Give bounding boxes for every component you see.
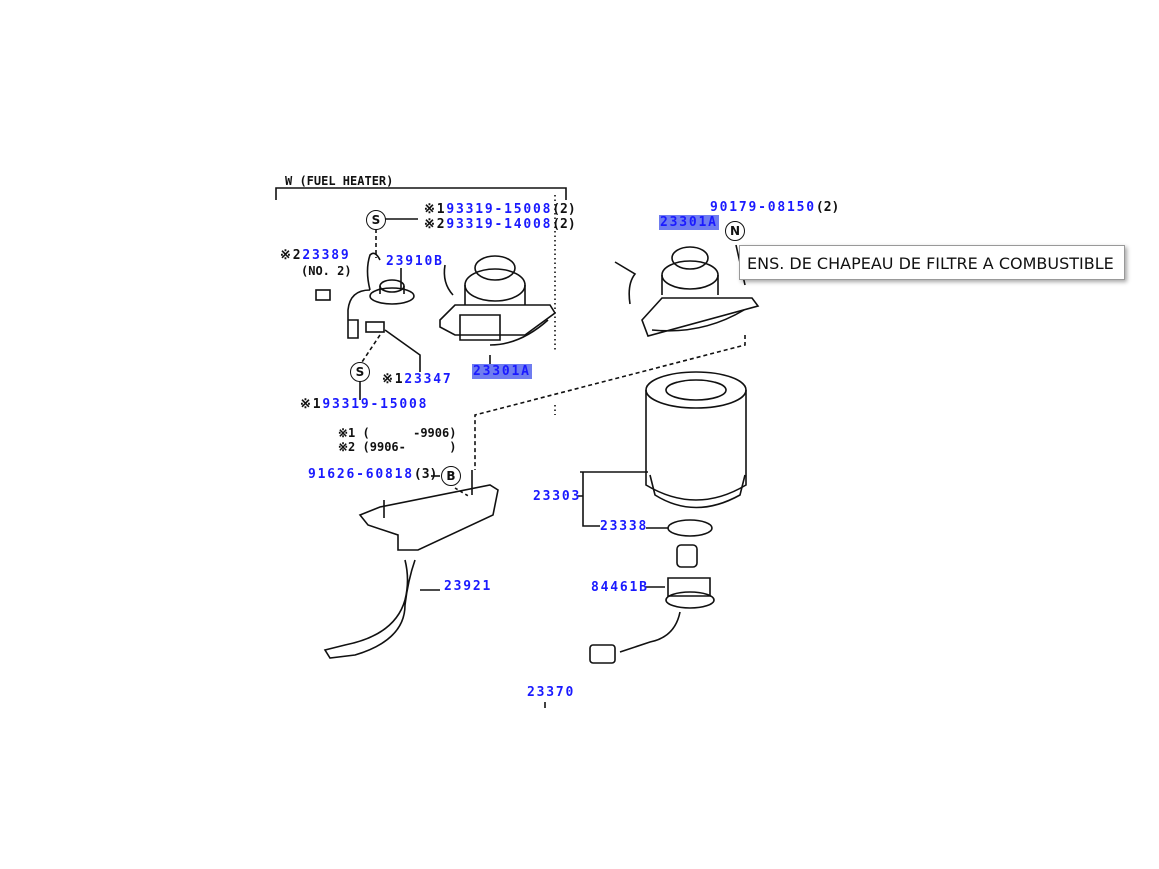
part-label-23338[interactable]: 23338 [600, 519, 649, 534]
nut-n-symbol: N [725, 221, 745, 241]
mark-2: ※2 [424, 217, 447, 232]
part-label-93319-14008[interactable]: ※293319-14008(2) [424, 217, 576, 232]
screw-s-symbol: S [366, 210, 386, 230]
part-tooltip: ENS. DE CHAPEAU DE FILTRE A COMBUSTIBLE [739, 245, 1125, 280]
part-label-90179-08150[interactable]: 90179-08150(2) [710, 200, 840, 215]
screw-s-symbol-lower: S [350, 362, 370, 382]
bolt-b-symbol: B [441, 466, 461, 486]
part-label-23370[interactable]: 23370 [527, 685, 576, 700]
part-label-91626-60818[interactable]: 91626-60818(3) [308, 467, 438, 482]
part-label-23921[interactable]: 23921 [444, 579, 493, 594]
bracket-part [323, 470, 499, 659]
part-label-93319-15008[interactable]: ※193319-15008 [300, 397, 429, 412]
part-23389-subtitle: (NO. 2) [301, 264, 352, 278]
note-mark2-range: ※2 (9906- ) [338, 440, 457, 454]
filter-head-left [439, 255, 557, 346]
part-label-23303[interactable]: 23303 [533, 489, 582, 504]
part-label-93319-15008-qty[interactable]: ※193319-15008(2) [424, 202, 576, 217]
group-title: W (FUEL HEATER) [285, 174, 394, 188]
group-bracket [275, 187, 567, 200]
part-label-23389[interactable]: ※223389 [280, 248, 351, 263]
filter-head-right [614, 244, 760, 337]
part-label-23301a-right[interactable]: 23301A [659, 215, 719, 230]
part-label-23347[interactable]: ※123347 [382, 372, 453, 387]
part-label-84461b[interactable]: 84461B [591, 580, 649, 595]
mark-1: ※1 [424, 202, 447, 217]
part-label-23301a-left[interactable]: 23301A [472, 364, 532, 379]
fuel-heater-part [315, 252, 415, 339]
note-mark1-range: ※1 ( -9906) [338, 426, 457, 440]
part-label-23910b[interactable]: 23910B [386, 254, 444, 269]
fuel-filter-part [578, 371, 747, 664]
